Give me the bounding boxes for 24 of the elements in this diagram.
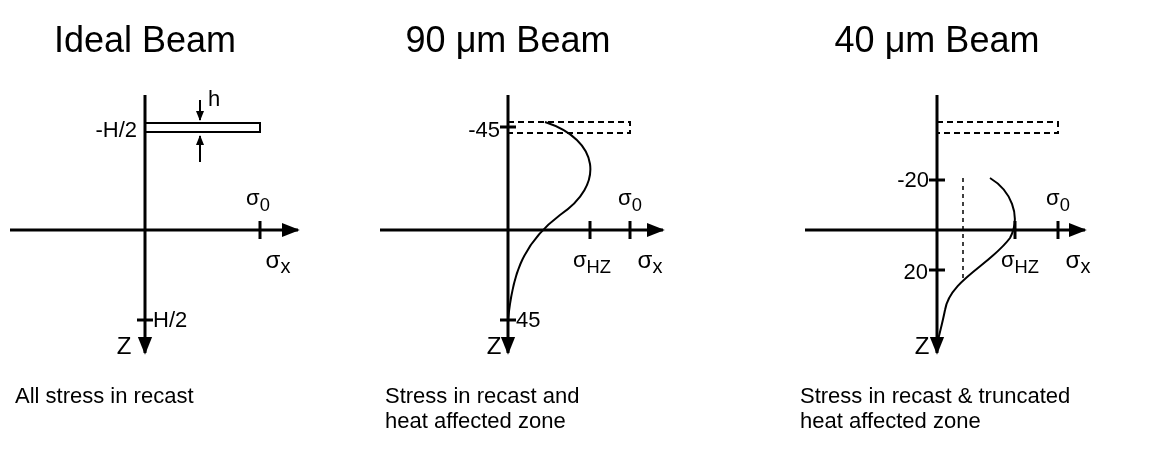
axis-tick-label: -20 (897, 167, 929, 193)
axis-label: σ$_{x}$ (637, 245, 663, 279)
axis-label: Z (914, 332, 930, 360)
axis-tick-label: 20 (903, 259, 928, 285)
caption: All stress in recast (15, 383, 194, 409)
axis-label: σ$_{x}$ (265, 245, 291, 279)
panel-title: 40 μm Beam (834, 19, 1040, 61)
caption: Stress in recast and heat affected zone (385, 383, 581, 434)
axis-tick-label: -H/2 (95, 117, 137, 143)
axis-tick-label: σ$_{HZ}$ (573, 247, 611, 277)
axis-tick-label: σ$_{0}$ (246, 185, 270, 215)
panel-title: 90 μm Beam (405, 19, 611, 61)
axis-label: σ$_{x}$ (1065, 245, 1091, 279)
axis-tick-label: H/2 (153, 307, 188, 333)
axis-tick-label: σ$_{0}$ (1046, 185, 1070, 215)
caption: Stress in recast & truncated heat affected zone (800, 383, 1072, 434)
axis-label: Z (486, 332, 502, 360)
axis-tick-label: σ$_{0}$ (618, 185, 642, 215)
axis-tick-label: -45 (468, 117, 500, 143)
axis-tick-label: 45 (516, 307, 541, 333)
panel-title: Ideal Beam (53, 19, 237, 61)
axis-tick-label: σ$_{HZ}$ (1001, 247, 1039, 277)
axis-label: Z (116, 332, 132, 360)
dimension-label: h (207, 86, 221, 112)
